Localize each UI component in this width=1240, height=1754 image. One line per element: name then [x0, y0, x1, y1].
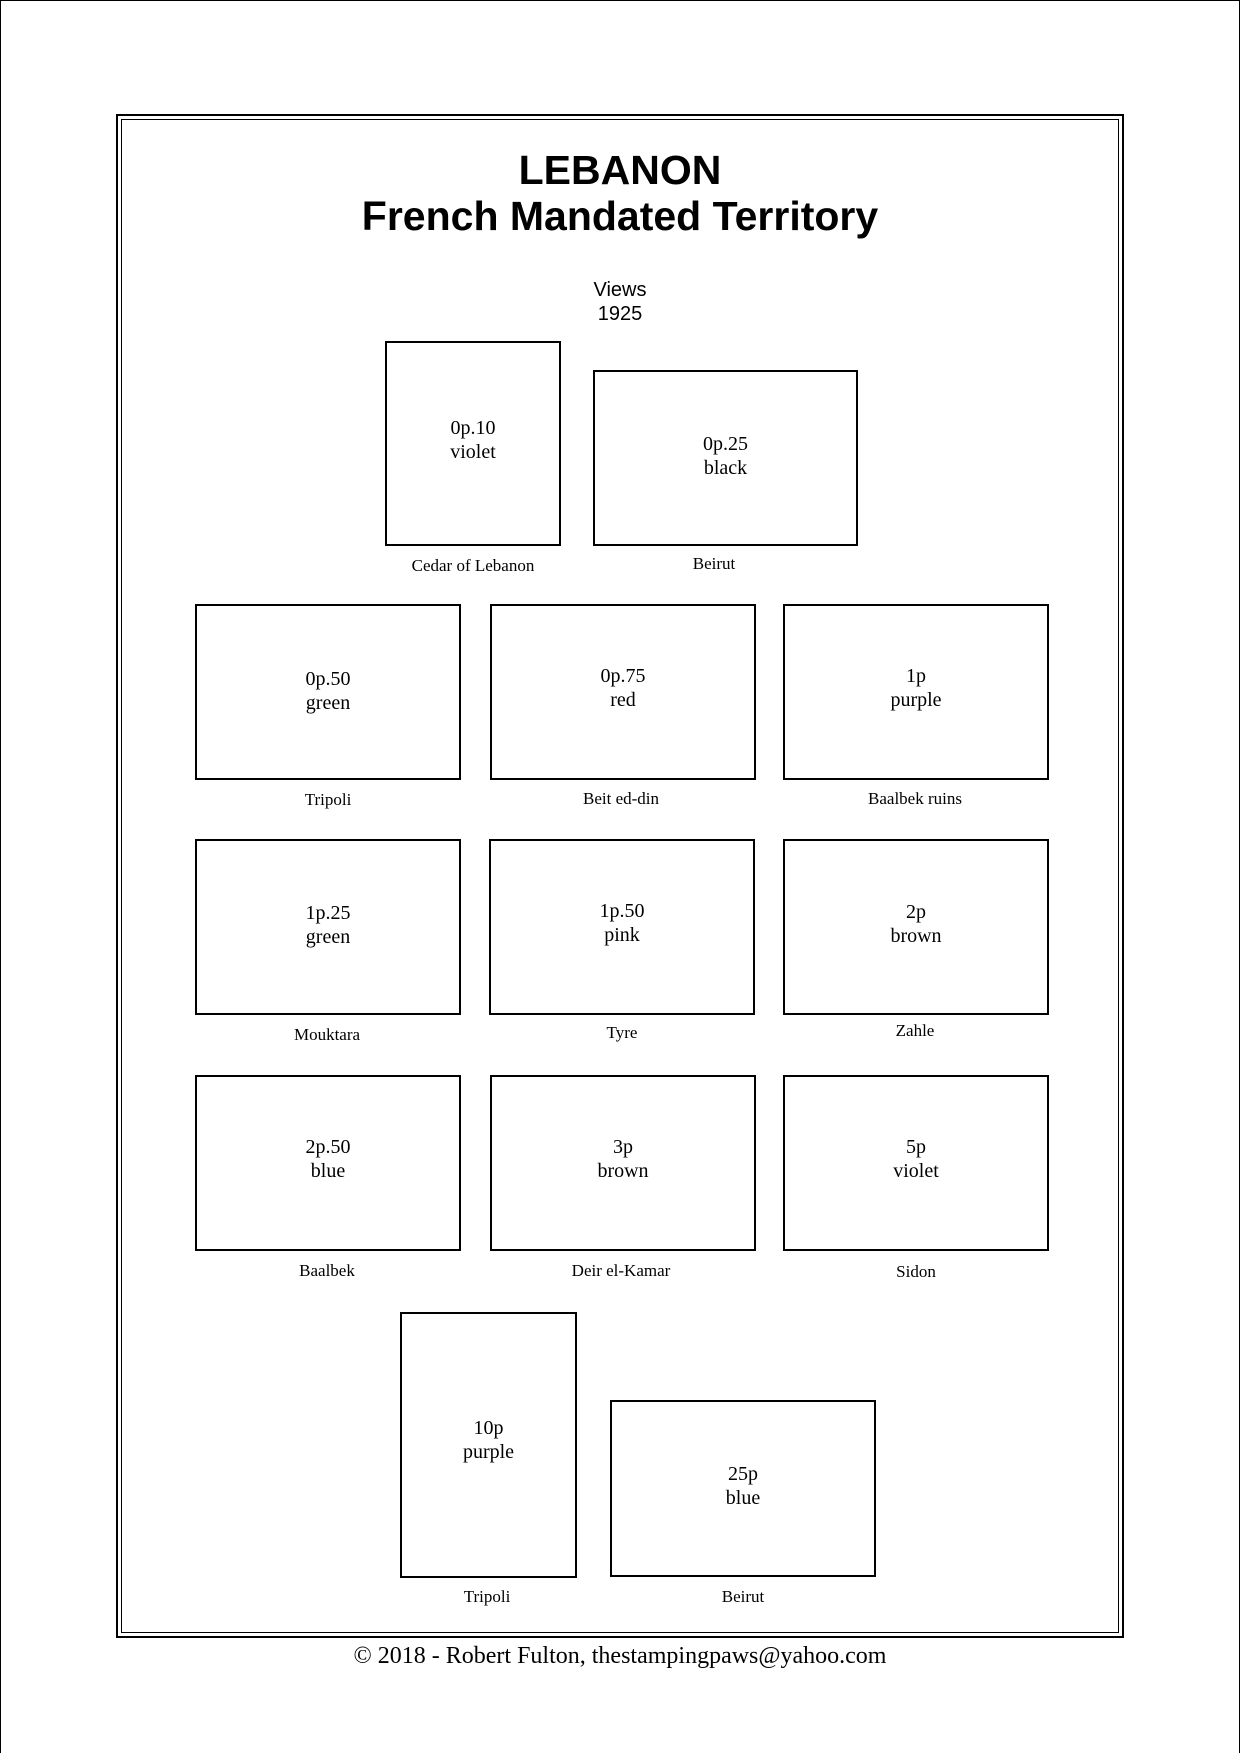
stamp-value: 10p	[473, 1417, 504, 1439]
stamp-space-0p50: 0p.50 green	[195, 604, 461, 780]
stamp-color: black	[703, 457, 748, 479]
stamp-space-1p25: 1p.25 green	[195, 839, 461, 1015]
stamp-space-3p: 3p brown	[490, 1075, 756, 1251]
stamp-color: red	[610, 689, 636, 711]
stamp-caption: Sidon	[896, 1262, 936, 1281]
stamp-color: purple	[890, 689, 942, 711]
stamp-value: 1p	[906, 665, 926, 687]
stamp-color: violet	[450, 441, 496, 463]
stamp-value: 5p	[906, 1136, 926, 1158]
stamp-space-1p50: 1p.50 pink	[489, 839, 755, 1015]
stamp-space-0p10: 0p.10 violet	[385, 341, 561, 546]
stamp-caption: Tyre	[606, 1023, 638, 1042]
stamp-value: 3p	[613, 1136, 633, 1158]
stamp-caption: Baalbek ruins	[868, 789, 962, 808]
stamp-value: 25p	[728, 1463, 758, 1485]
stamp-space-25p: 25p blue	[610, 1400, 876, 1577]
stamp-caption: Tripoli	[304, 790, 352, 809]
stamp-caption: Beit ed-din	[582, 789, 659, 808]
section-year: 1925	[597, 303, 643, 325]
page-frame-inner	[121, 119, 1119, 1633]
page-title-country: LEBANON	[518, 147, 722, 193]
stamp-space-0p25: 0p.25 black	[593, 370, 858, 546]
stamp-space-5p: 5p violet	[783, 1075, 1049, 1251]
stamp-value: 2p	[906, 901, 926, 923]
stamp-color: green	[305, 692, 351, 714]
page-frame-outer	[116, 114, 1124, 1638]
stamp-value: 0p.25	[703, 433, 748, 455]
stamp-caption: Baalbek	[299, 1261, 355, 1280]
page-title-territory: French Mandated Territory	[361, 193, 879, 239]
stamp-value: 1p.50	[599, 900, 645, 922]
stamp-space-10p: 10p purple	[400, 1312, 577, 1578]
stamp-caption: Beirut	[692, 554, 736, 573]
stamp-color: blue	[310, 1160, 346, 1182]
stamp-value: 0p.50	[305, 668, 351, 690]
stamp-space-1p: 1p purple	[783, 604, 1049, 780]
stamp-caption: Tripoli	[463, 1587, 511, 1606]
stamp-caption: Cedar of Lebanon	[411, 556, 535, 575]
stamp-value: 0p.75	[600, 665, 646, 687]
copyright-footer: © 2018 - Robert Fulton, thestampingpaws@…	[353, 1643, 887, 1669]
stamp-value: 1p.25	[305, 902, 351, 924]
stamp-caption: Beirut	[721, 1587, 765, 1606]
section-heading: Views	[593, 279, 647, 301]
stamp-value: 2p.50	[305, 1136, 351, 1158]
stamp-space-2p: 2p brown	[783, 839, 1049, 1015]
stamp-caption: Mouktara	[293, 1025, 361, 1044]
stamp-color: blue	[725, 1487, 761, 1509]
stamp-space-0p75: 0p.75 red	[490, 604, 756, 780]
stamp-color: green	[305, 926, 351, 948]
stamp-color: pink	[604, 924, 640, 946]
stamp-value: 0p.10	[450, 417, 496, 439]
stamp-color: brown	[890, 925, 942, 947]
stamp-space-2p50: 2p.50 blue	[195, 1075, 461, 1251]
stamp-color: purple	[462, 1441, 515, 1463]
stamp-caption: Deir el-Kamar	[571, 1261, 671, 1280]
stamp-caption: Zahle	[895, 1021, 935, 1040]
stamp-color: violet	[893, 1160, 939, 1182]
stamp-color: brown	[597, 1160, 649, 1182]
